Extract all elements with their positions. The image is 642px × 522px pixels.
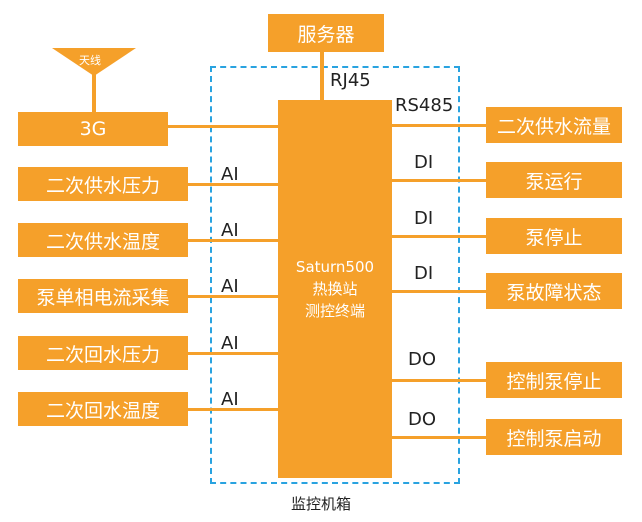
- output-signal-label: DI: [414, 152, 434, 173]
- monitoring-cabinet-frame: [210, 66, 460, 484]
- input-connector: [188, 352, 278, 355]
- terminal-line-2: 热换站: [312, 280, 358, 298]
- output-label: 控制泵停止: [506, 370, 602, 393]
- cabinet-caption: 监控机箱: [290, 495, 351, 513]
- output-signal-label: DI: [414, 263, 434, 284]
- input-box-5: 二次回水温度: [18, 392, 188, 426]
- server-box: 服务器: [268, 14, 384, 52]
- network-connector: [168, 125, 278, 128]
- input-connector: [188, 295, 278, 298]
- input-label: 二次供水温度: [45, 230, 160, 253]
- input-signal-label: AI: [221, 276, 239, 297]
- input-signal-label: AI: [221, 333, 239, 354]
- input-connector: [188, 408, 278, 411]
- input-signal-label: AI: [221, 220, 239, 241]
- network-label: 3G: [79, 118, 107, 140]
- output-connector: [392, 124, 486, 127]
- output-label: 泵故障状态: [506, 281, 602, 304]
- output-connector: [392, 290, 486, 293]
- network-3g-box: 3G: [18, 112, 168, 146]
- output-label: 控制泵启动: [506, 427, 602, 450]
- output-box-4: 泵故障状态: [486, 273, 622, 309]
- server-label: 服务器: [297, 23, 355, 46]
- output-signal-label: RS485: [395, 95, 454, 116]
- output-signal-label: DI: [414, 208, 434, 229]
- output-connector: [392, 436, 486, 439]
- server-connector: [320, 52, 324, 100]
- output-signal-label: DO: [408, 409, 437, 430]
- input-label: 二次回水压力: [45, 343, 160, 366]
- input-signal-label: AI: [221, 164, 239, 185]
- output-connector: [392, 235, 486, 238]
- input-box-2: 二次供水温度: [18, 223, 188, 257]
- input-label: 泵单相电流采集: [36, 286, 170, 309]
- input-label: 二次供水压力: [45, 174, 160, 197]
- output-box-3: 泵停止: [486, 218, 622, 254]
- output-connector: [392, 379, 486, 382]
- input-connector: [188, 183, 278, 186]
- output-box-1: 二次供水流量: [486, 107, 622, 143]
- input-signal-label: AI: [221, 389, 239, 410]
- input-box-1: 二次供水压力: [18, 167, 188, 201]
- terminal-line-1: Saturn500: [295, 258, 375, 276]
- rj45-label: RJ45: [330, 70, 371, 91]
- output-signal-label: DO: [408, 349, 437, 370]
- output-label: 二次供水流量: [496, 115, 611, 138]
- input-box-4: 二次回水压力: [18, 336, 188, 370]
- terminal-line-3: 测控终端: [304, 302, 365, 320]
- output-label: 泵停止: [525, 226, 583, 249]
- output-box-2: 泵运行: [486, 162, 622, 198]
- input-label: 二次回水温度: [45, 399, 160, 422]
- output-label: 泵运行: [525, 170, 583, 193]
- antenna-icon: [52, 48, 136, 112]
- input-connector: [188, 239, 278, 242]
- saturn500-terminal: Saturn500 热换站 测控终端: [278, 100, 392, 478]
- input-box-3: 泵单相电流采集: [18, 279, 188, 313]
- output-connector: [392, 179, 486, 182]
- output-box-6: 控制泵启动: [486, 419, 622, 455]
- antenna-label: 天线: [79, 54, 101, 67]
- output-box-5: 控制泵停止: [486, 362, 622, 398]
